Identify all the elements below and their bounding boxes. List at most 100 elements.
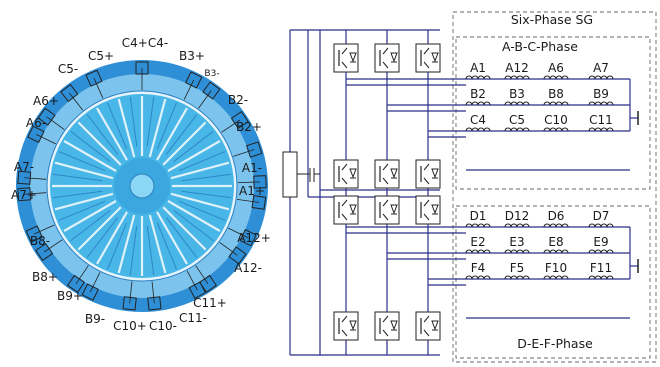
coil-label: D7 <box>593 209 610 223</box>
winding-label: B2+ <box>236 120 262 134</box>
coil-leader <box>151 281 155 304</box>
winding-label: C11+ <box>193 296 227 310</box>
diode-symbol <box>431 204 439 215</box>
coil-leader <box>183 79 195 100</box>
coil <box>504 75 530 80</box>
rotor-tooth-line <box>52 173 103 182</box>
winding-label: C10- <box>149 319 177 333</box>
coil <box>465 249 491 254</box>
abc-group-box <box>455 36 651 190</box>
igbt-collector <box>341 315 348 323</box>
coil-label: C4 <box>470 113 486 127</box>
winding-label: A7- <box>14 160 34 174</box>
rotor-tooth-line <box>107 222 128 270</box>
coil-leader <box>219 242 238 256</box>
winding-label: C5+ <box>88 49 114 63</box>
coil-label: A12 <box>505 61 528 75</box>
coil <box>543 249 569 254</box>
rotor-slot-line <box>170 161 230 180</box>
winding-label: A12- <box>234 261 262 275</box>
coil <box>543 75 569 80</box>
rotor-slot-line <box>162 206 207 251</box>
winding-label: B8- <box>30 234 50 248</box>
igbt-collector <box>382 199 389 207</box>
def-group-title: D-E-F-Phase <box>517 336 593 351</box>
stator-teeth <box>52 96 232 276</box>
rotor-tooth-line <box>86 217 119 258</box>
coil <box>543 223 569 228</box>
rotor-tooth-line <box>165 114 198 155</box>
igbt-collector <box>382 315 389 323</box>
converter-circuit: Six-Phase SG A-B-C-Phase D-E-F-Phase <box>282 11 657 363</box>
coil <box>543 275 569 280</box>
coil <box>588 275 614 280</box>
coil-label: B2 <box>470 87 486 101</box>
winding-label: B2- <box>228 93 248 107</box>
rotor-tooth-line <box>58 200 106 221</box>
rotor-tooth-line <box>178 151 226 172</box>
igbt-emitter <box>423 177 430 185</box>
rotor-slot-line <box>156 211 188 265</box>
winding-label: B9- <box>85 312 105 326</box>
coil-leader <box>129 281 133 304</box>
coil <box>504 249 530 254</box>
phase-coils <box>465 75 614 280</box>
rotor-slot-line <box>63 140 117 172</box>
winding-label: B3+ <box>179 49 205 63</box>
igbt-collector <box>423 199 430 207</box>
coil-leader <box>69 92 84 111</box>
coil-leader <box>24 192 47 195</box>
coil-label: E3 <box>509 235 524 249</box>
coil-label: B8 <box>548 87 564 101</box>
diode-symbol <box>349 52 357 63</box>
sg-dashed-box <box>452 11 657 363</box>
coil-label: B9 <box>593 87 609 101</box>
diode-symbol <box>431 168 439 179</box>
coil-leader <box>198 90 212 109</box>
rotor-tooth-line <box>181 190 232 199</box>
winding-label: A1- <box>242 161 262 175</box>
igbt-emitter <box>341 329 348 337</box>
coil-label: F10 <box>545 261 567 275</box>
igbt-emitter <box>382 61 389 69</box>
coil-label: E2 <box>470 235 485 249</box>
coil <box>504 223 530 228</box>
coil <box>588 75 614 80</box>
rotor-tooth-line <box>181 173 232 182</box>
rotor-tooth-line <box>178 200 226 221</box>
rotor-slot-line <box>96 107 128 161</box>
rotor-slot-line <box>170 192 230 211</box>
coil <box>465 101 491 106</box>
rotor-tooth-line <box>58 151 106 172</box>
rotor-tooth-line <box>52 190 103 199</box>
coil-label: E8 <box>548 235 563 249</box>
coil-label: A1 <box>470 61 486 75</box>
rotor-slot-line <box>117 98 136 158</box>
igbt-emitter <box>423 329 430 337</box>
coil-label: D6 <box>548 209 565 223</box>
igbt-collector <box>341 163 348 171</box>
coil-leader <box>24 177 47 180</box>
coil-leader <box>43 239 63 253</box>
coil-label: D12 <box>505 209 530 223</box>
igbt-collector <box>382 163 389 171</box>
diode-symbol <box>390 204 398 215</box>
igbt-switches <box>333 30 441 355</box>
rotor-tooth-line <box>146 96 155 147</box>
rotor-tooth-line <box>173 130 214 163</box>
rotor-tooth-line <box>146 225 155 276</box>
rotor-slot-line <box>77 206 122 251</box>
coil-leader <box>237 181 260 184</box>
coil-label: D1 <box>470 209 487 223</box>
winding-label: A1+ <box>239 184 265 198</box>
dc-link-capacitor <box>282 151 320 198</box>
diode-symbol <box>431 52 439 63</box>
coil-leader <box>233 149 255 157</box>
rotor-slot-line <box>96 211 128 265</box>
igbt-emitter <box>382 177 389 185</box>
coil <box>465 127 491 132</box>
coil-leader <box>237 198 259 203</box>
rotor-tooth-line <box>156 102 177 150</box>
rotor-tooth-line <box>173 209 214 242</box>
coil-leader <box>221 119 241 133</box>
